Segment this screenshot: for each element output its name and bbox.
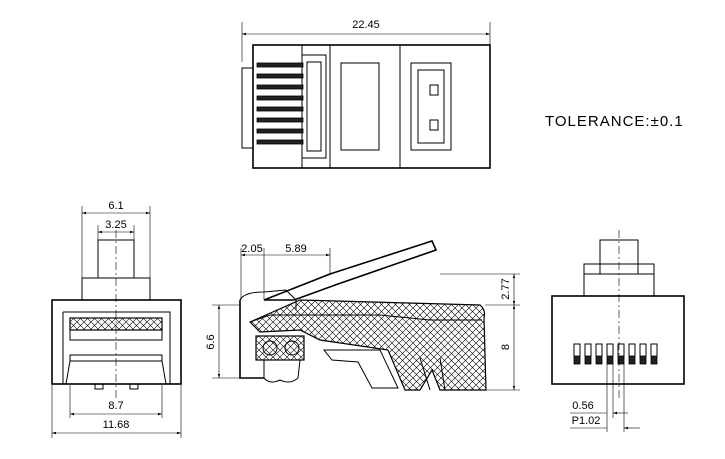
front-view: 6.1 3.25 8.7 11.68 <box>51 200 182 438</box>
dim-contact-width: 0.56 <box>572 400 593 412</box>
top-view-contacts <box>256 62 304 145</box>
dim-inner-width: 8.7 <box>108 400 123 412</box>
dim-top-width: 6.1 <box>108 200 123 212</box>
tolerance-note: TOLERANCE:±0.1 <box>545 113 684 130</box>
dim-height-left: 6.6 <box>205 334 217 349</box>
dim-contact-pitch: P1.02 <box>572 415 601 427</box>
side-section-view: 2.05 5.89 6.6 2.77 8 <box>205 240 520 391</box>
dim-latch-height: 2.77 <box>500 278 512 299</box>
dim-latch-width: 3.25 <box>105 219 126 231</box>
dim-height-right: 8 <box>500 344 512 350</box>
dim-offset-b: 5.89 <box>285 243 306 255</box>
top-view: 22.45 TOLERANCE:±0.1 <box>241 19 684 169</box>
dim-overall-length: 22.45 <box>352 19 380 31</box>
dim-offset-a: 2.05 <box>241 243 262 255</box>
dim-outer-width: 11.68 <box>103 419 130 431</box>
rear-view-contacts <box>573 343 658 365</box>
rear-view: 0.56 P1.02 <box>551 230 685 432</box>
